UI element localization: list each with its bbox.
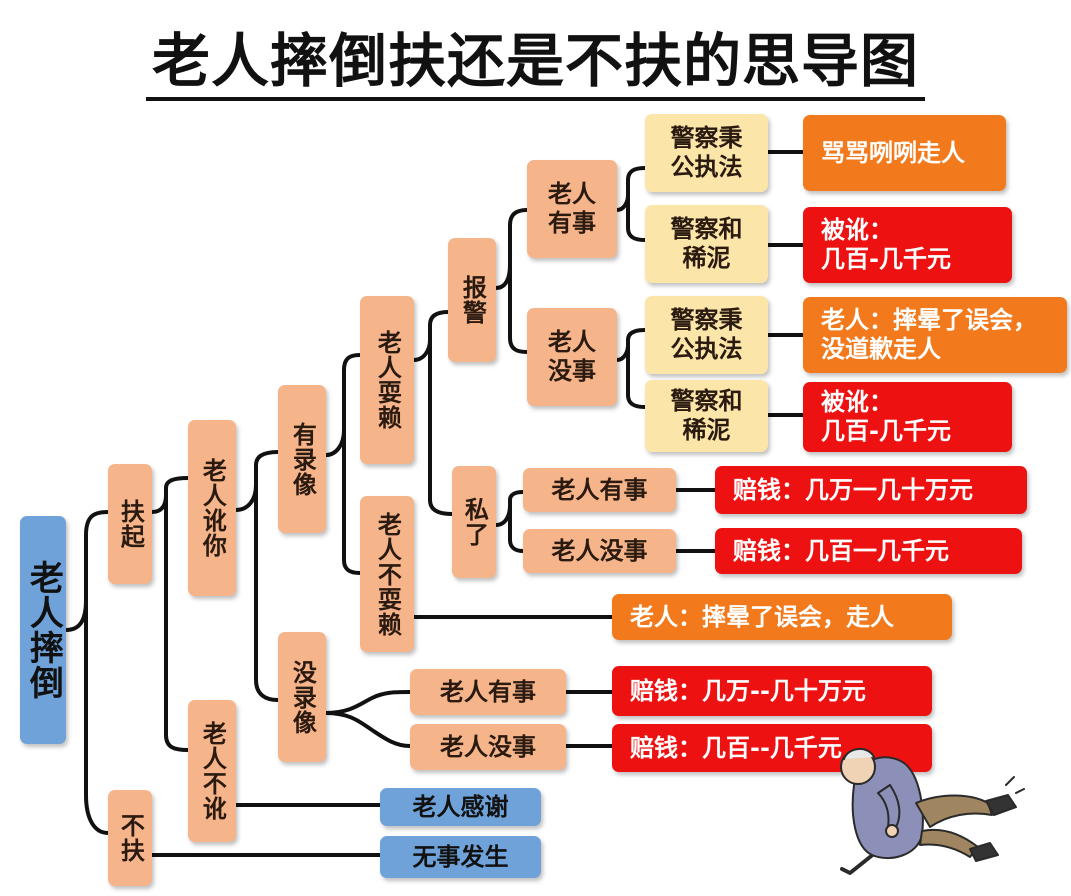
node-private-settle: 私了 <box>452 466 496 578</box>
outcome-extorted-1: 被讹： 几百-几千元 <box>803 207 1012 283</box>
node-report-police: 报警 <box>448 238 496 362</box>
node-report-elder-uninjured: 老人 没事 <box>527 308 617 406</box>
node-private-elder-injured: 老人有事 <box>523 468 676 512</box>
node-novideo-elder-injured: 老人有事 <box>410 669 566 715</box>
outcome-curse-leave: 骂骂咧咧走人 <box>803 115 1006 191</box>
outcome-dizzy-leave-noapology: 老人：摔晕了误会， 没道歉走人 <box>803 297 1067 373</box>
outcome-extorted-2: 被讹： 几百-几千元 <box>803 382 1012 452</box>
edge-inj <box>615 166 647 242</box>
node-has-video: 有录像 <box>278 385 326 533</box>
node-no-help: 不扶 <box>108 790 152 886</box>
edge-root <box>64 510 110 835</box>
edge-report <box>494 208 529 354</box>
outcome-pay-large-2: 赔钱：几万--几十万元 <box>612 666 932 716</box>
node-elder-no-cheat: 老人不耍赖 <box>360 496 414 652</box>
node-no-video: 没录像 <box>278 632 326 762</box>
node-help: 扶起 <box>108 464 152 584</box>
node-report-elder-injured: 老人 有事 <box>527 160 617 258</box>
node-elder-cheats: 老人耍赖 <box>360 296 414 464</box>
edge-private <box>494 490 525 553</box>
node-elder-blames-you: 老人讹你 <box>188 420 236 596</box>
page-title-text: 老人摔倒扶还是不扶的思导图 <box>145 27 925 101</box>
node-police-fair-2: 警察秉 公执法 <box>645 296 768 374</box>
edge-video <box>324 353 362 575</box>
node-police-muddle-2: 警察和 稀泥 <box>645 380 768 452</box>
edge-help <box>150 476 190 752</box>
edge-uninj <box>615 328 647 409</box>
node-novideo-elder-uninjured: 老人没事 <box>410 724 566 770</box>
outcome-nothing-happens: 无事发生 <box>380 836 541 878</box>
node-private-elder-uninjured: 老人没事 <box>523 529 676 573</box>
outcome-dizzy-leave: 老人：摔晕了误会，走人 <box>612 594 952 640</box>
node-root-elder-falls: 老人摔倒 <box>20 516 66 744</box>
edge-novideo <box>324 690 412 748</box>
edge-blamed <box>234 450 280 702</box>
outcome-elder-thanks: 老人感谢 <box>380 788 541 826</box>
outcome-pay-small-1: 赔钱：几百一几千元 <box>715 528 1022 574</box>
page-title: 老人摔倒扶还是不扶的思导图 <box>0 14 1071 101</box>
fallen-elder-illustration <box>840 748 1025 875</box>
edge-cheat <box>412 310 454 516</box>
node-police-muddle-1: 警察和 稀泥 <box>645 205 768 283</box>
elder-legs <box>915 794 993 828</box>
outcome-pay-large-1: 赔钱：几万一几十万元 <box>715 466 1027 514</box>
node-police-fair-1: 警察秉 公执法 <box>645 114 768 192</box>
node-elder-no-blame: 老人不讹 <box>188 700 236 842</box>
